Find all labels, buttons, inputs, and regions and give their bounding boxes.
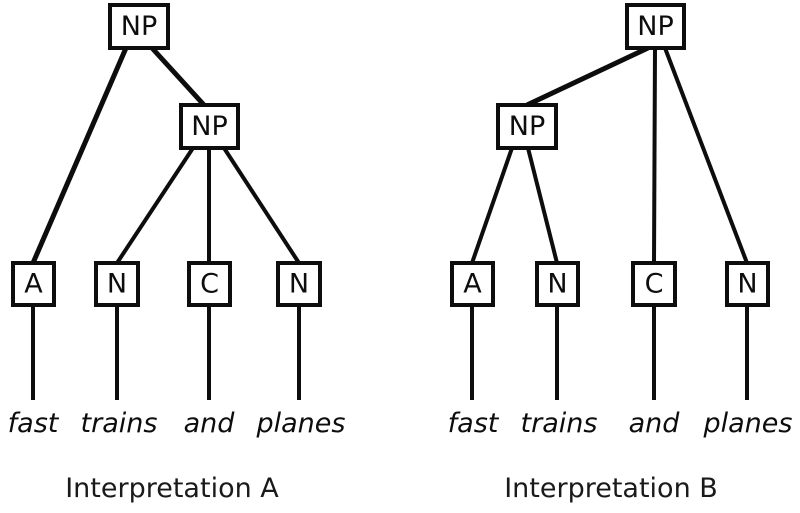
node-box-b-adj[interactable] <box>450 261 495 307</box>
tree-edge-b-np2-to-b-adj <box>470 147 514 264</box>
node-box-a-root[interactable] <box>108 3 170 50</box>
tree-edge-b-root-to-b-n2 <box>663 47 749 264</box>
node-label-a-n1: N <box>107 269 127 300</box>
word-b-adj: fast <box>448 408 500 439</box>
node-box-a-adj[interactable] <box>11 261 56 307</box>
node-label-a-adj: A <box>24 269 43 300</box>
node-box-a-n2[interactable] <box>276 261 322 307</box>
node-box-b-np2[interactable] <box>496 103 558 150</box>
node-box-a-n1[interactable] <box>94 261 140 307</box>
node-box-a-c[interactable] <box>187 261 232 307</box>
node-label-a-n2: N <box>289 269 309 300</box>
node-box-a-np2[interactable] <box>179 103 240 150</box>
node-box-b-c[interactable] <box>631 261 677 307</box>
node-label-b-n1: N <box>547 269 567 300</box>
tree-edge-a-np2-to-a-n2 <box>222 146 301 265</box>
caption-interpretation-a: Interpretation A <box>65 473 279 504</box>
word-a-c: and <box>184 408 236 439</box>
word-a-adj: fast <box>8 408 60 439</box>
node-box-b-n1[interactable] <box>535 261 580 307</box>
node-label-a-root: NP <box>121 11 157 42</box>
word-a-n2: planes <box>256 408 346 439</box>
word-a-n1: trains <box>81 408 158 439</box>
node-label-a-np2: NP <box>191 111 227 142</box>
tree-edge-a-root-to-a-adj <box>30 47 129 264</box>
tree-edge-b-root-to-b-c <box>652 47 657 264</box>
node-box-b-n2[interactable] <box>725 261 770 307</box>
node-label-b-adj: A <box>463 269 482 300</box>
tree-edge-a-root-to-a-np2 <box>150 46 206 107</box>
tree-edge-b-root-to-b-np2 <box>525 45 650 108</box>
word-b-c: and <box>629 408 681 439</box>
node-label-b-c: C <box>645 269 664 300</box>
node-label-b-root: NP <box>637 11 673 42</box>
node-box-b-root[interactable] <box>625 3 686 50</box>
caption-interpretation-b: Interpretation B <box>504 473 718 504</box>
tree-edge-a-np2-to-a-n1 <box>115 146 195 265</box>
word-b-n1: trains <box>521 408 598 439</box>
node-label-b-np2: NP <box>509 111 545 142</box>
tree-edge-b-np2-to-b-n1 <box>526 147 559 264</box>
node-label-a-c: C <box>200 269 219 300</box>
node-label-b-n2: N <box>737 269 757 300</box>
word-b-n2: planes <box>703 408 793 439</box>
